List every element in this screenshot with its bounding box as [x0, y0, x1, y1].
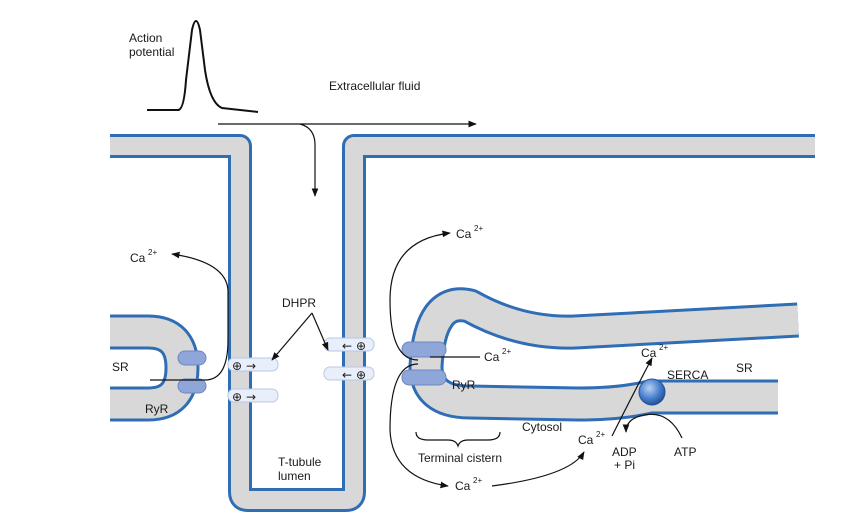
dhpr-left-channels [227, 357, 279, 403]
sr-label: SR [736, 361, 753, 375]
cytosol-label: Cytosol [522, 420, 562, 434]
left-arrow-icon: ← [342, 368, 352, 382]
ryr-label: RyR [452, 378, 476, 392]
right-arrow-icon: → [246, 359, 256, 373]
ca-charge-label: 2+ [473, 476, 482, 485]
ryr-left-channel [177, 350, 207, 394]
t-tubule-lumen-label: T-tubule [278, 455, 322, 469]
atp-label: ATP [674, 445, 696, 459]
ca-charge-label: 2+ [659, 343, 668, 352]
ryr-left-release-arrow [150, 251, 229, 381]
ryr-right-channel [401, 341, 447, 386]
adp-label: ADP [612, 445, 637, 459]
cytosol-arrow [491, 451, 585, 487]
serca-uptake-arrow [611, 357, 653, 437]
positive-charge-icon: ⊕ [356, 368, 366, 382]
atp-hydrolysis-arrow [622, 413, 683, 439]
ca-ion-label: Ca [641, 346, 657, 360]
action-potential-label: Action [129, 31, 162, 45]
positive-charge-icon: ⊕ [356, 339, 366, 353]
serca-pump [638, 378, 666, 406]
action-potential-label: potential [129, 45, 174, 59]
right-sr [408, 287, 799, 422]
t-tubule-lumen-label: lumen [278, 469, 311, 483]
left-sr [110, 314, 200, 422]
ca-ion-label: Ca [130, 251, 146, 265]
extracellular-fluid-label: Extracellular fluid [329, 79, 420, 93]
dhpr-pointer-right [311, 312, 329, 351]
serca-label: SERCA [667, 368, 708, 382]
ryr-label: RyR [145, 402, 169, 416]
arrows [150, 120, 683, 489]
ryr-right-release-down-arrow [389, 363, 449, 489]
ca-charge-label: 2+ [596, 430, 605, 439]
dhpr-right-channels [323, 337, 375, 381]
ca-ion-label: Ca [578, 433, 594, 447]
dhpr-pointer-left [271, 312, 313, 361]
terminal-cistern-label: Terminal cistern [418, 451, 502, 465]
ca-ion-label: Ca [484, 350, 500, 364]
action-potential-trace [147, 20, 259, 113]
adp-label: + Pi [614, 458, 635, 472]
sr-label: SR [112, 360, 129, 374]
ca-charge-label: 2+ [148, 248, 157, 257]
right-arrow-icon: → [246, 390, 256, 404]
positive-charge-icon: ⊕ [232, 390, 242, 404]
ttubule-arrow [299, 123, 319, 197]
ca-charge-label: 2+ [474, 224, 483, 233]
ca-ion-label: Ca [456, 227, 472, 241]
terminal-cistern-brace [415, 431, 501, 448]
ca-ion-label: Ca [455, 479, 471, 493]
left-arrow-icon: ← [342, 339, 352, 353]
positive-charge-icon: ⊕ [232, 359, 242, 373]
plasma-membrane [110, 134, 815, 512]
ca-charge-label: 2+ [502, 347, 511, 356]
dhpr-label: DHPR [282, 296, 316, 310]
ryr-right-release-up-arrow [389, 230, 451, 361]
